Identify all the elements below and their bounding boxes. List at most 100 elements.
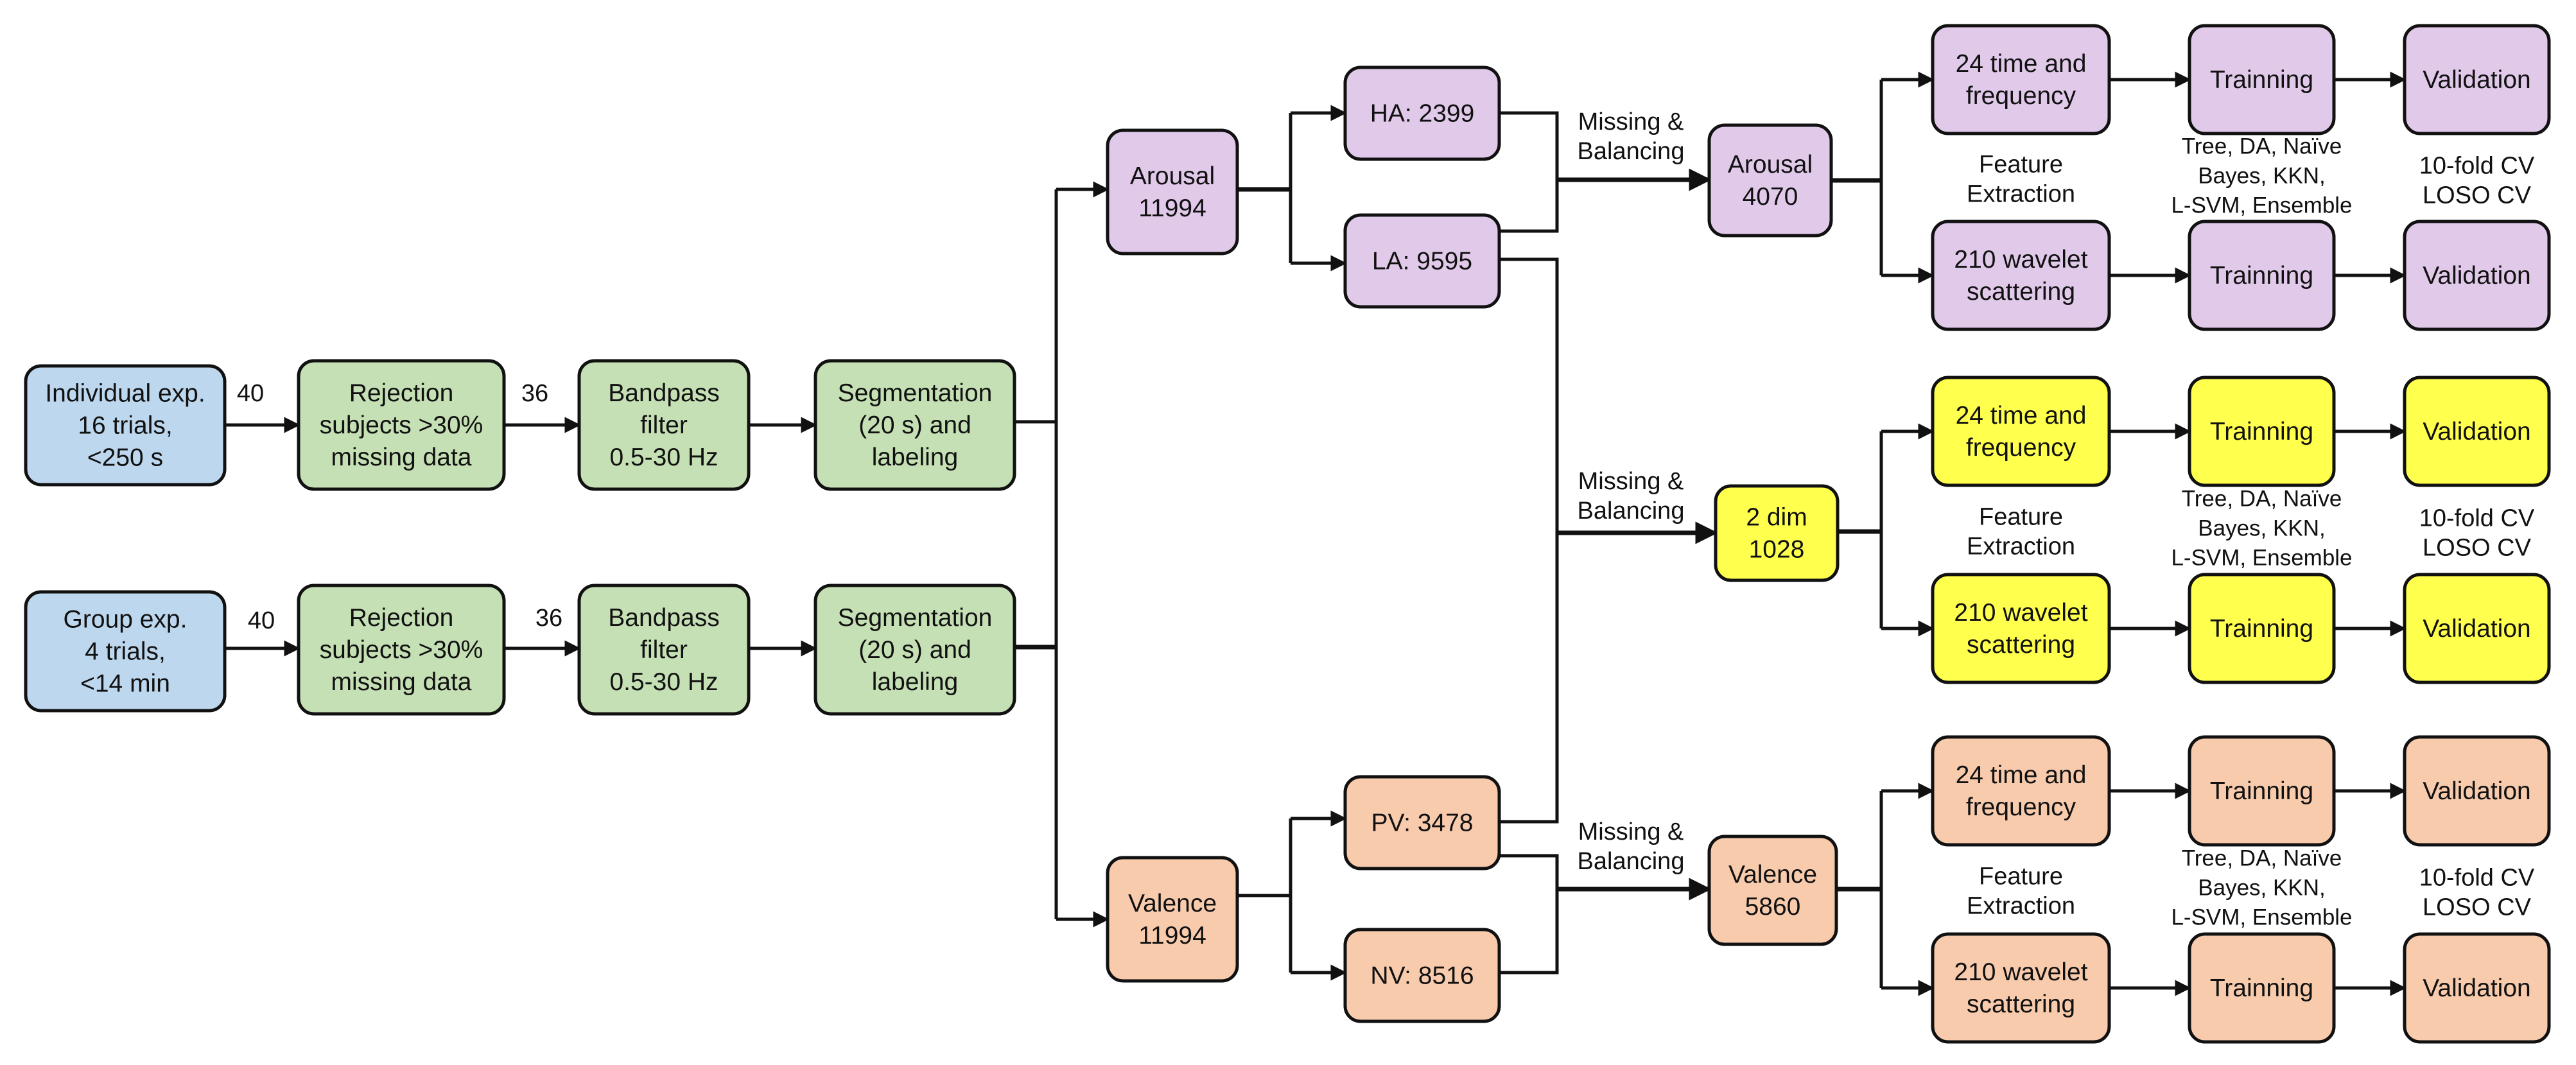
arousal-total-box-shape — [1106, 128, 1239, 255]
valence-validation-box-2-text-0: Validation — [2423, 974, 2530, 1002]
count-36-individual: 36 — [521, 380, 548, 407]
group-exp-box: Group exp.4 trials,<14 min — [24, 590, 227, 713]
ha-box-shape — [1343, 65, 1501, 161]
valence-total-box-text-0: Valence — [1128, 890, 1217, 917]
arousal-wavelet-box-text-0: 210 wavelet — [1954, 246, 2087, 273]
arousal-validation-box-1: Validation — [2403, 24, 2551, 135]
pv-box: PV: 3478 — [1343, 775, 1501, 870]
valence-training-box-2: Trainning — [2188, 932, 2336, 1044]
two-dim-classifiers-label-line-1: Bayes, KKN, — [2198, 516, 2325, 541]
la-box-text-0: LA: 9595 — [1372, 248, 1472, 275]
group-exp-box-text-0: Group exp. — [64, 606, 187, 634]
valence-wavelet-box-shape — [1931, 932, 2111, 1044]
valence-validation-box-2-shape — [2403, 932, 2551, 1044]
two-dim-balanced-box: 2 dim 1028 — [1714, 484, 1840, 582]
valence-classifiers-label-line-0: Tree, DA, Naïve — [2182, 846, 2342, 871]
count-40-individual: 40 — [237, 380, 264, 407]
arousal-total-box-text-0: Arousal — [1130, 162, 1215, 190]
bandpass-box-1-text-2: 0.5-30 Hz — [609, 444, 718, 471]
valence-validation-box-1-text-0: Validation — [2423, 777, 2530, 805]
two-dim-time-frequency-box-text-1: frequency — [1966, 434, 2076, 462]
segmentation-box-2-text-1: (20 s) and — [858, 636, 971, 664]
two-dim-training-box-1-shape — [2188, 376, 2336, 487]
two-dim-time-frequency-box-shape — [1931, 376, 2111, 487]
rejection-box-2: Rejection subjects >30% missing data — [297, 584, 506, 716]
arousal-training-box-2-shape — [2188, 220, 2336, 331]
arousal-validation-box-1-shape — [2403, 24, 2551, 135]
rejection-box-2-text-2: missing data — [331, 668, 472, 696]
bandpass-box-2-text-0: Bandpass — [608, 604, 719, 632]
arousal-validation-box-2-shape — [2403, 220, 2551, 331]
arousal-classifiers-label-line-0: Tree, DA, Naïve — [2182, 134, 2342, 159]
arousal-training-box-1-text-0: Trainning — [2210, 66, 2313, 94]
valence-training-box-1-shape — [2188, 735, 2336, 847]
rejection-box-2-text-0: Rejection — [349, 604, 454, 632]
arousal-classifiers-label-line-2: L-SVM, Ensemble — [2171, 193, 2352, 218]
bandpass-box-2-text-2: 0.5-30 Hz — [609, 668, 718, 696]
arousal-feature-extraction-label-line-0: Feature — [1979, 152, 2063, 178]
two-dim-training-box-1-text-0: Trainning — [2210, 418, 2313, 446]
pv-box-text-0: PV: 3478 — [1371, 810, 1473, 837]
segmentation-box-2-shape — [814, 584, 1016, 716]
bandpass-box-1-text-1: filter — [640, 411, 688, 439]
bandpass-box-2-shape — [577, 584, 751, 716]
arousal-total-box: Arousal 11994 — [1106, 128, 1239, 255]
segmentation-box-1-text-0: Segmentation — [838, 379, 993, 407]
valence-classifiers-label-line-1: Bayes, KKN, — [2198, 876, 2325, 901]
group-exp-box-text-1: 4 trials, — [85, 638, 166, 666]
arousal-time-frequency-box-text-0: 24 time and — [1956, 50, 2087, 78]
missing-balancing-two-dim-line-0: Missing & — [1578, 468, 1684, 495]
rejection-box-2-shape — [297, 584, 506, 716]
nv-box-text-0: NV: 8516 — [1370, 962, 1474, 990]
missing-balancing-arousal-line-0: Missing & — [1578, 108, 1684, 135]
arousal-cv-label-line-0: 10-fold CV — [2419, 153, 2535, 180]
valence-time-frequency-box-shape — [1931, 735, 2111, 847]
missing-balancing-valence-line-0: Missing & — [1578, 818, 1684, 845]
arousal-time-frequency-box-text-1: frequency — [1966, 82, 2076, 110]
la-merge-arousal — [1499, 180, 1559, 233]
pv-box-shape — [1343, 775, 1501, 870]
bandpass-box-1-text-0: Bandpass — [608, 379, 719, 407]
valence-training-box-2-shape — [2188, 932, 2336, 1044]
valence-cv-label-line-0: 10-fold CV — [2419, 865, 2535, 892]
rejection-box-1-text-2: missing data — [331, 444, 472, 471]
rejection-box-2-text-1: subjects >30% — [320, 636, 483, 664]
connectors — [225, 71, 2406, 996]
arousal-time-frequency-box-shape — [1931, 24, 2111, 135]
two-dim-balanced-box-text-1: 1028 — [1749, 536, 1805, 564]
individual-exp-box-text-2: <250 s — [87, 444, 163, 472]
bandpass-box-2-text-1: filter — [640, 636, 688, 664]
individual-exp-box-shape — [24, 364, 227, 487]
arousal-feature-extraction-label-line-1: Extraction — [1967, 181, 2075, 208]
valence-wavelet-box-text-1: scattering — [1967, 991, 2075, 1018]
two-dim-balanced-box-text-0: 2 dim — [1746, 504, 1807, 532]
pv-merge-valence — [1499, 854, 1559, 889]
arousal-balanced-box-text-1: 4070 — [1743, 183, 1798, 211]
valence-total-box-text-1: 11994 — [1138, 922, 1206, 949]
valence-validation-box-1-shape — [2403, 735, 2551, 847]
individual-exp-box-text-1: 16 trials, — [78, 412, 172, 440]
valence-classifiers-label-line-2: L-SVM, Ensemble — [2171, 905, 2352, 930]
arousal-training-box-1-shape — [2188, 24, 2336, 135]
group-exp-box-shape — [24, 590, 227, 713]
valence-balanced-box-text-0: Valence — [1728, 861, 1817, 888]
valence-training-box-1: Trainning — [2188, 735, 2336, 847]
segmentation-box-1-shape — [814, 359, 1016, 491]
segmentation-box-2-text-2: labeling — [872, 668, 958, 696]
arousal-total-box-text-1: 11994 — [1138, 195, 1206, 222]
valence-validation-box-1: Validation — [2403, 735, 2551, 847]
ha-box-text-0: HA: 2399 — [1370, 100, 1475, 128]
valence-cv-label-line-1: LOSO CV — [2423, 894, 2532, 921]
two-dim-validation-box-1-shape — [2403, 376, 2551, 487]
valence-total-box: Valence 11994 — [1106, 856, 1239, 983]
bandpass-box-1-shape — [577, 359, 751, 491]
valence-wavelet-box-text-0: 210 wavelet — [1954, 958, 2087, 986]
two-dim-classifiers-label-line-2: L-SVM, Ensemble — [2171, 546, 2352, 571]
two-dim-validation-box-1: Validation — [2403, 376, 2551, 487]
valence-balanced-box-shape — [1707, 835, 1838, 946]
two-dim-balanced-box-shape — [1714, 484, 1840, 582]
segmentation-box-1-text-2: labeling — [872, 444, 958, 471]
